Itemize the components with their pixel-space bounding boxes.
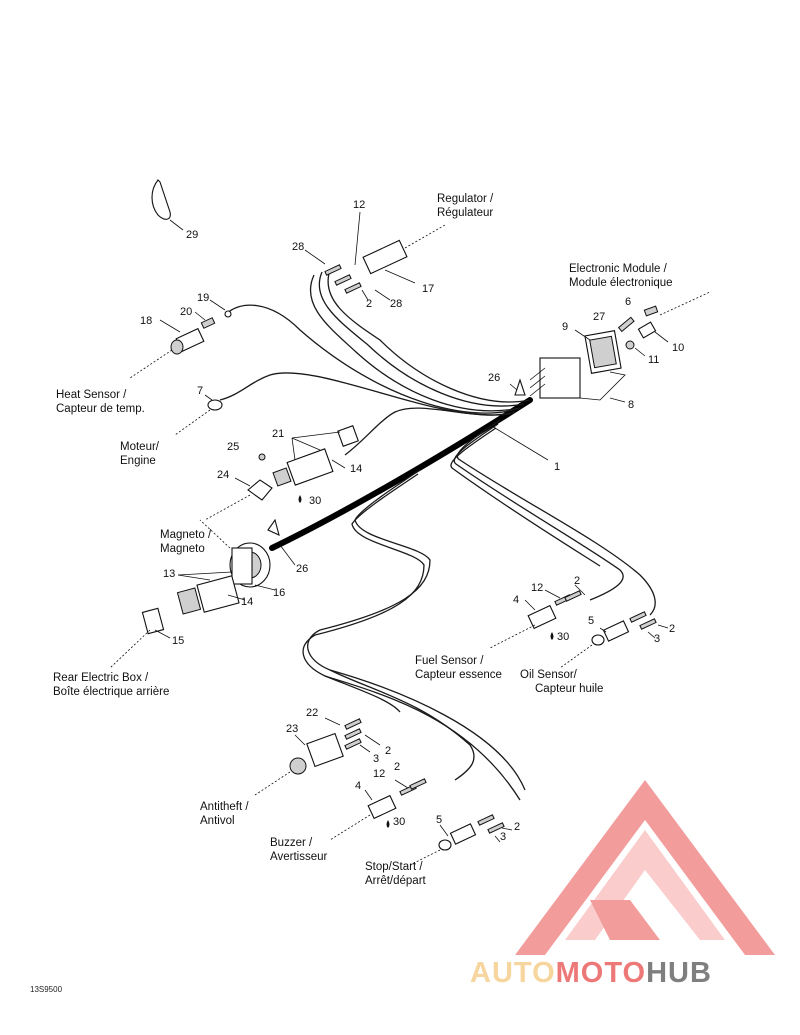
callout: 25: [227, 441, 239, 453]
callout: 5: [436, 814, 442, 826]
watermark-part2: MOTO: [556, 957, 646, 989]
callout: 17: [422, 283, 434, 295]
callout: 3: [500, 831, 506, 843]
ground-ring-terminal-icon: [174, 394, 223, 436]
callout: 26: [488, 372, 500, 384]
watermark-logo: [515, 780, 775, 955]
heat-sensor-label: Heat Sensor /: [56, 389, 127, 401]
buzzer-label-fr: Avertisseur: [270, 851, 327, 863]
callout: 9: [562, 321, 568, 333]
callout: 6: [625, 296, 631, 308]
callout: 24: [217, 469, 229, 481]
heat-sensor-label-fr: Capteur de temp.: [56, 403, 145, 415]
antitheft-connector-icon: [254, 717, 381, 796]
callout: 10: [672, 342, 684, 354]
callout: 16: [273, 587, 285, 599]
callout: 22: [306, 707, 318, 719]
callout: 11: [648, 354, 659, 366]
callout: 20: [180, 306, 192, 318]
callout: 12: [531, 582, 543, 594]
oil-sensor-label: Oil Sensor/: [520, 669, 578, 681]
callout: 29: [186, 229, 198, 241]
callout: 19: [197, 292, 209, 304]
oil-sensor-label-fr: Capteur huile: [535, 683, 603, 695]
callout: 2: [385, 745, 391, 757]
callout: 18: [140, 315, 152, 327]
callout: 3: [373, 753, 379, 765]
watermark-part1: AUTO: [470, 957, 556, 989]
callout: 12: [373, 768, 385, 780]
electronic-module-icon: [529, 329, 626, 403]
engine-label-en: Engine: [120, 455, 156, 467]
harness-wires: [219, 269, 656, 801]
callout: 28: [390, 298, 402, 310]
callout: 2: [366, 298, 372, 310]
stop-start-connector-icon: [409, 814, 513, 866]
callout: 30: [557, 631, 569, 643]
callout: 23: [286, 723, 298, 735]
drawing-code: 13S9500: [30, 985, 63, 994]
callout: 3: [654, 633, 660, 645]
callout: 15: [172, 635, 184, 647]
component-labels: Regulator / Régulateur Electronic Module…: [53, 193, 673, 887]
callout: 8: [628, 399, 634, 411]
magneto-label-fr: Magneto: [160, 543, 205, 555]
callout: 30: [309, 495, 321, 507]
callout: 4: [513, 594, 519, 606]
callout: 7: [197, 385, 203, 397]
magneto-label: Magneto /: [160, 529, 212, 541]
fuel-sensor-icon: [489, 584, 586, 649]
electronic-module-label: Electronic Module /: [569, 263, 668, 275]
callout: 2: [669, 623, 675, 635]
watermark-part3: HUB: [646, 957, 712, 989]
callout: 14: [350, 463, 362, 475]
callout: 14: [241, 596, 253, 608]
antitheft-label-fr: Antivol: [200, 815, 235, 827]
regulator-label: Regulator /: [437, 193, 494, 205]
engine-label: Moteur/: [120, 441, 160, 453]
watermark-text: AUTOMOTOHUB: [470, 957, 712, 989]
stop-start-label: Stop/Start /: [365, 861, 423, 873]
electronic-module-label-fr: Module électronique: [569, 277, 673, 289]
callout-numbers: 29 12 28 2 28 17 6 27 9 10 11 8 26 1 19 …: [140, 199, 684, 843]
callout: 30: [393, 816, 405, 828]
callout: 4: [355, 780, 361, 792]
regulator-label-fr: Régulateur: [437, 207, 493, 219]
callout: 2: [574, 575, 580, 587]
callout: 27: [593, 311, 605, 323]
buzzer-label: Buzzer /: [270, 837, 313, 849]
callout: 26: [296, 563, 308, 575]
callout: 5: [588, 615, 594, 627]
heat-sensor-icon: [129, 299, 232, 379]
cable-tie-icon: [151, 179, 184, 231]
callout: 1: [554, 461, 560, 473]
fuel-sensor-label: Fuel Sensor /: [415, 655, 484, 667]
svg-text:AUTOMOTOHUB: AUTOMOTOHUB: [470, 957, 712, 989]
oil-sensor-icon: [559, 611, 669, 669]
regulator-connector-icon: [362, 224, 446, 284]
cable-tie-upper-icon: [509, 378, 526, 396]
magneto-connector-icon: [109, 518, 296, 669]
fuel-sensor-label-fr: Capteur essence: [415, 669, 502, 681]
callout: 28: [292, 241, 304, 253]
connector-14-icon: [204, 425, 359, 521]
callout: 21: [272, 428, 284, 440]
antitheft-label: Antitheft /: [200, 801, 249, 813]
callout: 2: [514, 821, 520, 833]
rear-box-label: Rear Electric Box /: [53, 672, 149, 684]
rear-box-label-fr: Boîte électrique arrière: [53, 686, 169, 698]
terminal-pins-icon: [304, 211, 391, 301]
callout: 2: [394, 761, 400, 773]
buzzer-connector-icon: [329, 778, 427, 841]
main-harness-trunk: [269, 397, 533, 551]
stop-start-label-fr: Arrêt/départ: [365, 875, 427, 887]
module-fasteners-icon: [617, 291, 711, 357]
callout: 13: [163, 568, 175, 580]
callout: 12: [353, 199, 365, 211]
